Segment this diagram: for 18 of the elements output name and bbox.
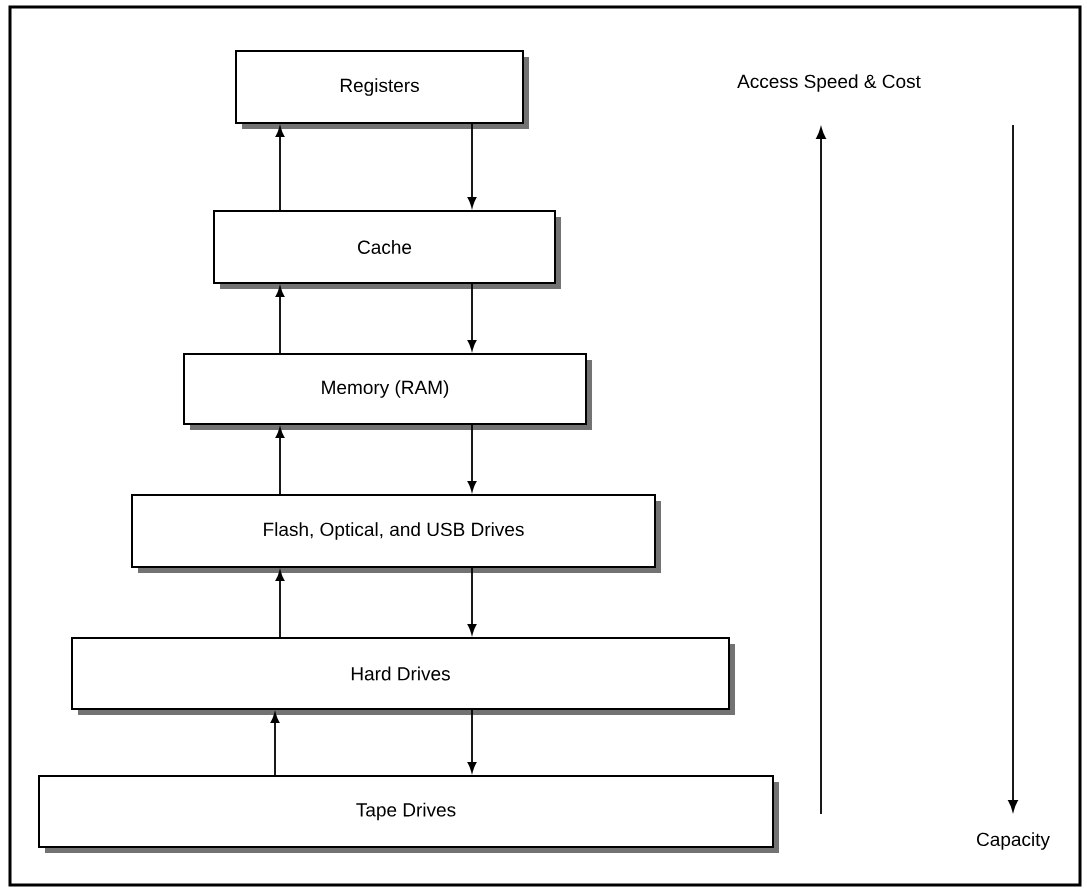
arrow	[270, 712, 280, 776]
storage-box: Cache	[213, 210, 561, 289]
storage-box: Flash, Optical, and USB Drives	[131, 494, 661, 573]
axis-label: Access Speed & Cost	[737, 74, 921, 92]
axis-label: Capacity	[977, 832, 1050, 850]
arrow	[275, 286, 285, 354]
arrow	[275, 570, 285, 638]
arrow	[467, 424, 477, 492]
storage-box: Tape Drives	[38, 775, 779, 853]
storage-box: Registers	[235, 50, 529, 129]
storage-box: Hard Drives	[71, 637, 735, 715]
arrow	[467, 283, 477, 351]
arrow	[275, 126, 285, 211]
arrow	[467, 123, 477, 208]
storage-box: Memory (RAM)	[183, 353, 592, 430]
arrow	[275, 427, 285, 495]
arrow	[467, 709, 477, 773]
arrow	[467, 567, 477, 635]
